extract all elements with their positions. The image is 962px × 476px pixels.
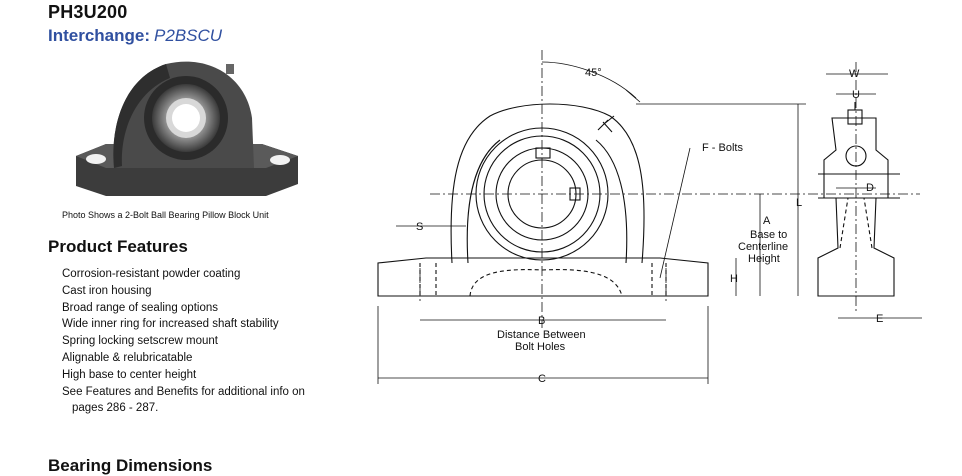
dim-a-desc-1: Base to <box>750 229 787 241</box>
part-number-title: PH3U200 <box>48 2 128 22</box>
list-item: pages 286 - 287. <box>72 402 159 415</box>
list-item: Cast iron housing <box>62 284 152 297</box>
dim-a-desc-2: Centerline <box>738 241 788 253</box>
product-features-heading: Product Features <box>48 237 188 256</box>
pillow-block-photo <box>76 61 298 196</box>
list-item: High base to center height <box>62 368 197 381</box>
dim-b-desc-2: Bolt Holes <box>515 341 566 353</box>
product-features-list: Corrosion-resistant powder coating Cast … <box>62 266 312 417</box>
dim-label-a: A <box>763 215 771 227</box>
photo-caption: Photo Shows a 2-Bolt Ball Bearing Pillow… <box>62 210 269 220</box>
bolts-label: F - Bolts <box>702 142 743 154</box>
dim-label-c: C <box>538 373 546 385</box>
interchange-label: Interchange: <box>48 26 151 45</box>
dim-a-desc-3: Height <box>748 253 780 265</box>
list-item: Broad range of sealing options <box>62 301 218 314</box>
list-item: See Features and Benefits for additional… <box>62 385 305 398</box>
dim-label-e: E <box>876 313 883 325</box>
dim-label-d: D <box>866 182 874 194</box>
bearing-dimensions-heading: Bearing Dimensions <box>48 456 213 475</box>
dim-b-desc-1: Distance Between <box>497 329 586 341</box>
dim-label-h: H <box>730 273 738 285</box>
dim-label-l: L <box>796 197 802 209</box>
dim-label-w: W <box>849 68 860 80</box>
list-item: Alignable & relubricatable <box>62 351 193 364</box>
interchange-value: P2BSCU <box>154 26 223 45</box>
dimension-drawing: 45° F - Bolts S A Base to Centerline Hei… <box>377 50 922 385</box>
list-item: Spring locking setscrew mount <box>62 335 218 348</box>
list-item: Wide inner ring for increased shaft stab… <box>62 318 279 331</box>
interchange-line: Interchange:P2BSCU <box>48 26 222 46</box>
dim-label-b: B <box>538 315 545 327</box>
dim-label-s: S <box>416 221 423 233</box>
angle-label: 45° <box>585 67 602 79</box>
dim-label-u: U <box>852 89 860 101</box>
list-item: Corrosion-resistant powder coating <box>62 268 241 280</box>
